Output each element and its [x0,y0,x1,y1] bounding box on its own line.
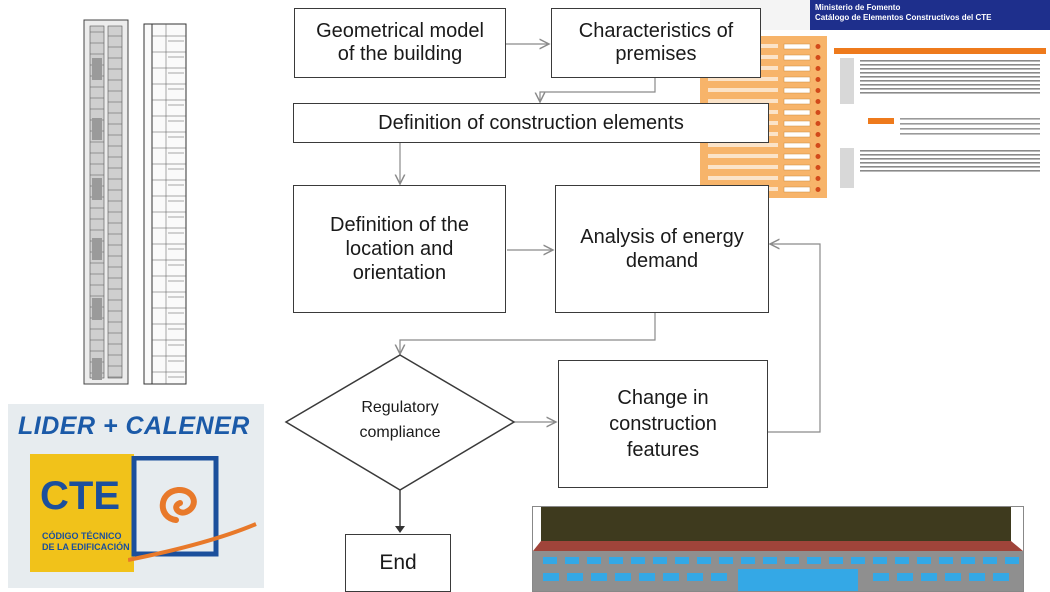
logo-subtitle: CÓDIGO TÉCNICO DE LA EDIFICACIÓN [42,531,130,553]
logo-swirl-icon [128,456,257,562]
node-energy-demand: Analysis of energy demand [555,185,769,313]
logo-yellow-panel [30,454,134,572]
node-geometric-model: Geometrical model of the building [294,8,506,78]
node-change-features-label: Change in construction features [609,387,717,461]
node-definition-construction-label: Definition of construction elements [378,111,684,134]
screenshot-header-line1: Ministerio de Fomento [815,3,901,12]
node-location-orientation-label: Definition of the location and orientati… [330,214,469,284]
arrow-energy-to-regulatory [400,313,656,354]
building-3d-render [532,506,1024,592]
arrow-characteristics-to-construction [540,78,656,102]
node-regulatory: Regulatory compliance [359,399,441,441]
node-characteristics: Characteristics of premises [551,8,761,78]
arrow-head-end [395,526,405,533]
lider-calener-cte-logo: LIDER + CALENER CTE CÓDIGO TÉCNICO DE LA… [8,404,264,588]
arrow-change-to-energy [768,244,821,433]
node-change-features: Change in construction features [558,360,768,488]
regulatory-diamond [284,354,516,491]
logo-title: LIDER + CALENER [18,412,250,440]
node-definition-construction: Definition of construction elements [293,103,769,143]
node-end-label: End [379,551,417,574]
node-geometric-model-label: Geometrical model of the building [316,20,484,65]
logo-subtitle-line1: CÓDIGO TÉCNICO [42,531,122,541]
node-end: End [345,534,451,592]
screenshot-details [708,43,1040,193]
node-location-orientation: Definition of the location and orientati… [293,185,506,313]
logo-subtitle-line2: DE LA EDIFICACIÓN [42,542,130,552]
logo-cte: CTE [40,474,120,518]
screenshot-header-line2: Catálogo de Elementos Constructivos del … [815,13,992,22]
building-elevation-drawing [83,19,187,385]
node-characteristics-label: Characteristics of premises [578,20,734,65]
node-energy-demand-label: Analysis of energy demand [580,226,744,272]
screenshot-panel-bar [834,48,1046,54]
